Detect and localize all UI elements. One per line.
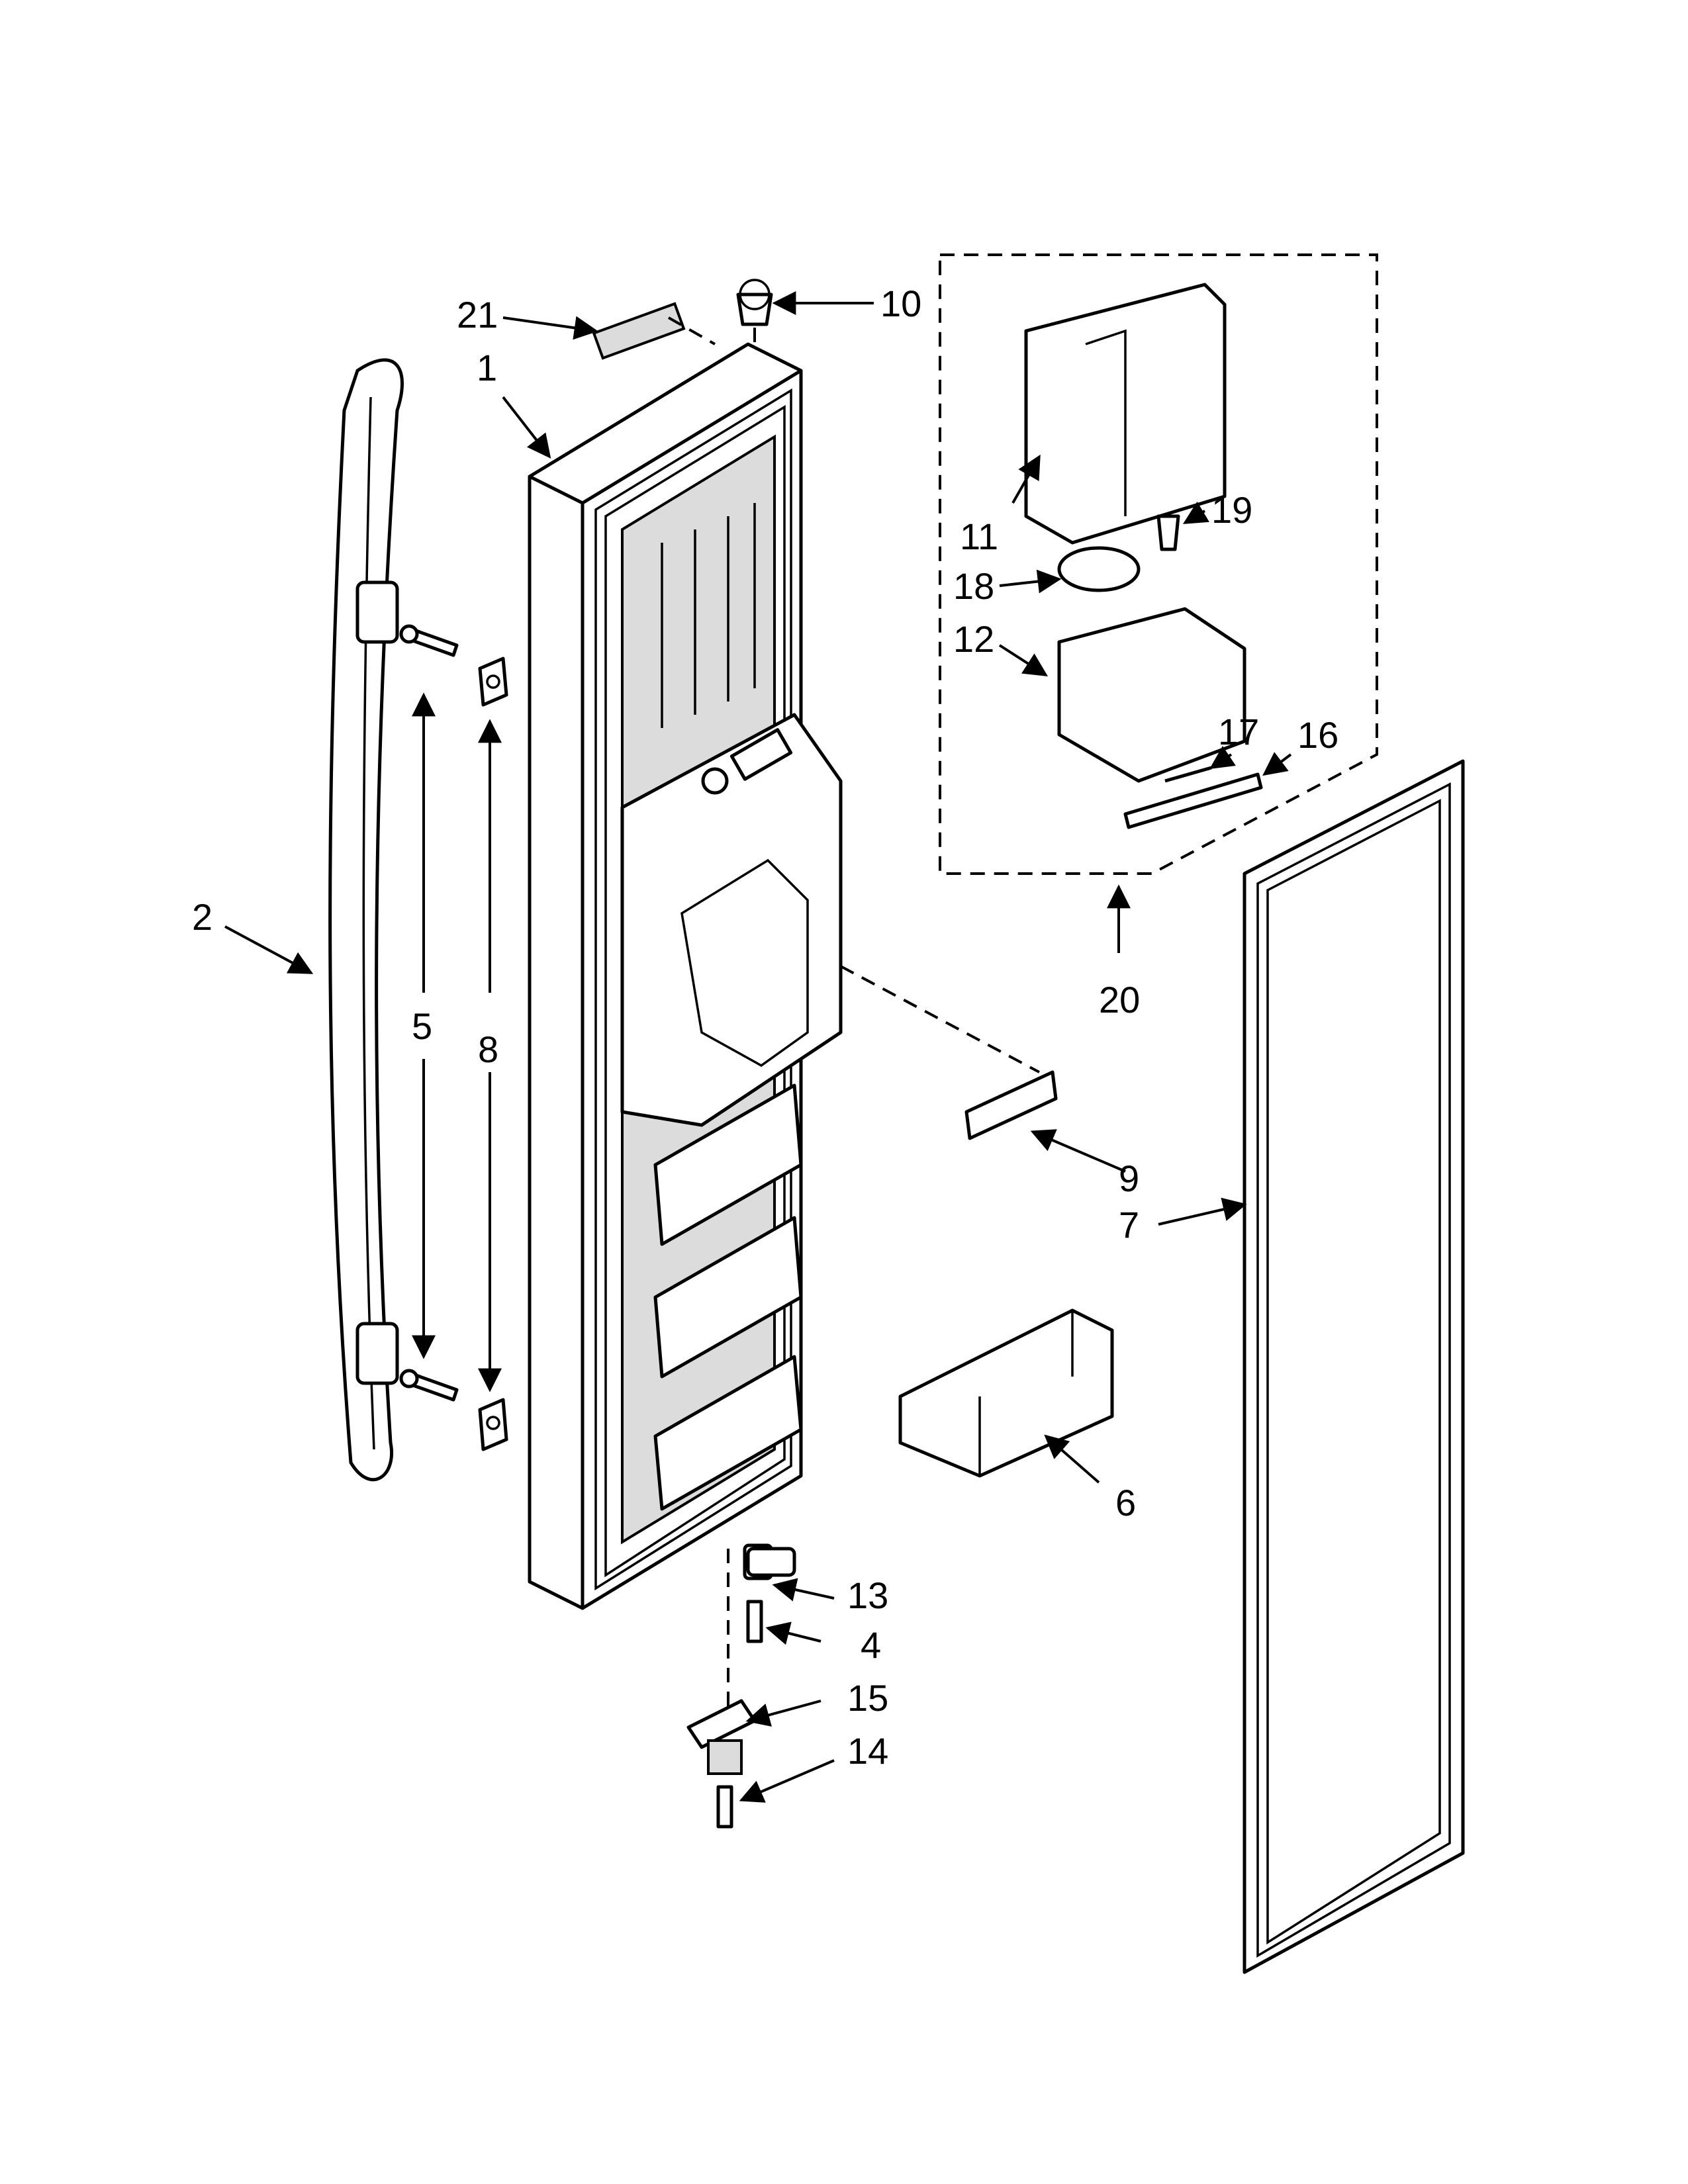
cover-disc-part [1057, 546, 1141, 592]
plug-part [736, 279, 773, 326]
callout-15: 15 [847, 1677, 888, 1719]
bracket-part [964, 1070, 1058, 1140]
callout-4: 4 [861, 1624, 881, 1666]
callout-20: 20 [1099, 979, 1140, 1021]
handle-clip-top [478, 657, 508, 707]
auger-housing-part [1057, 607, 1246, 783]
callout-1: 1 [477, 347, 497, 388]
leader-dash-9 [840, 965, 1040, 1073]
callout-12: 12 [953, 618, 994, 660]
callout-17: 17 [1218, 711, 1259, 752]
callout-7: 7 [1119, 1204, 1139, 1246]
door-body-part [528, 342, 843, 1610]
callout-9: 9 [1119, 1158, 1139, 1199]
callout-19: 19 [1211, 489, 1252, 531]
spring-part [1164, 766, 1212, 783]
leaders [224, 291, 1292, 1803]
lower-hinge-pad [707, 1739, 743, 1775]
lower-hinge-screw-part [716, 1785, 733, 1829]
hinge-screw-part [746, 1600, 763, 1643]
door-handle-part [328, 358, 404, 1482]
callout-21: 21 [457, 294, 498, 336]
callout-13: 13 [847, 1574, 888, 1616]
callout-8: 8 [478, 1028, 498, 1070]
handle-screw-top [399, 624, 459, 657]
callout-5: 5 [412, 1005, 432, 1047]
door-label-part [592, 302, 686, 360]
handle-screw-bottom [399, 1369, 459, 1402]
callout-16: 16 [1297, 714, 1338, 756]
ice-bucket-part [1024, 283, 1227, 545]
door-bin-part [898, 1308, 1114, 1478]
callout-11: 11 [960, 516, 998, 557]
ice-bucket-group-outline [939, 253, 1378, 875]
callout-18: 18 [953, 565, 994, 607]
hinge-part [746, 1547, 796, 1577]
handle-clip-bottom [478, 1398, 508, 1451]
door-gasket-part [1243, 759, 1465, 1974]
callout-14: 14 [847, 1730, 888, 1772]
screw-part [1156, 514, 1180, 551]
callout-10: 10 [880, 283, 921, 324]
callout-6: 6 [1115, 1482, 1136, 1524]
leader-dash-21 [668, 316, 716, 345]
slide-part [1123, 772, 1263, 829]
callout-2: 2 [192, 896, 212, 938]
